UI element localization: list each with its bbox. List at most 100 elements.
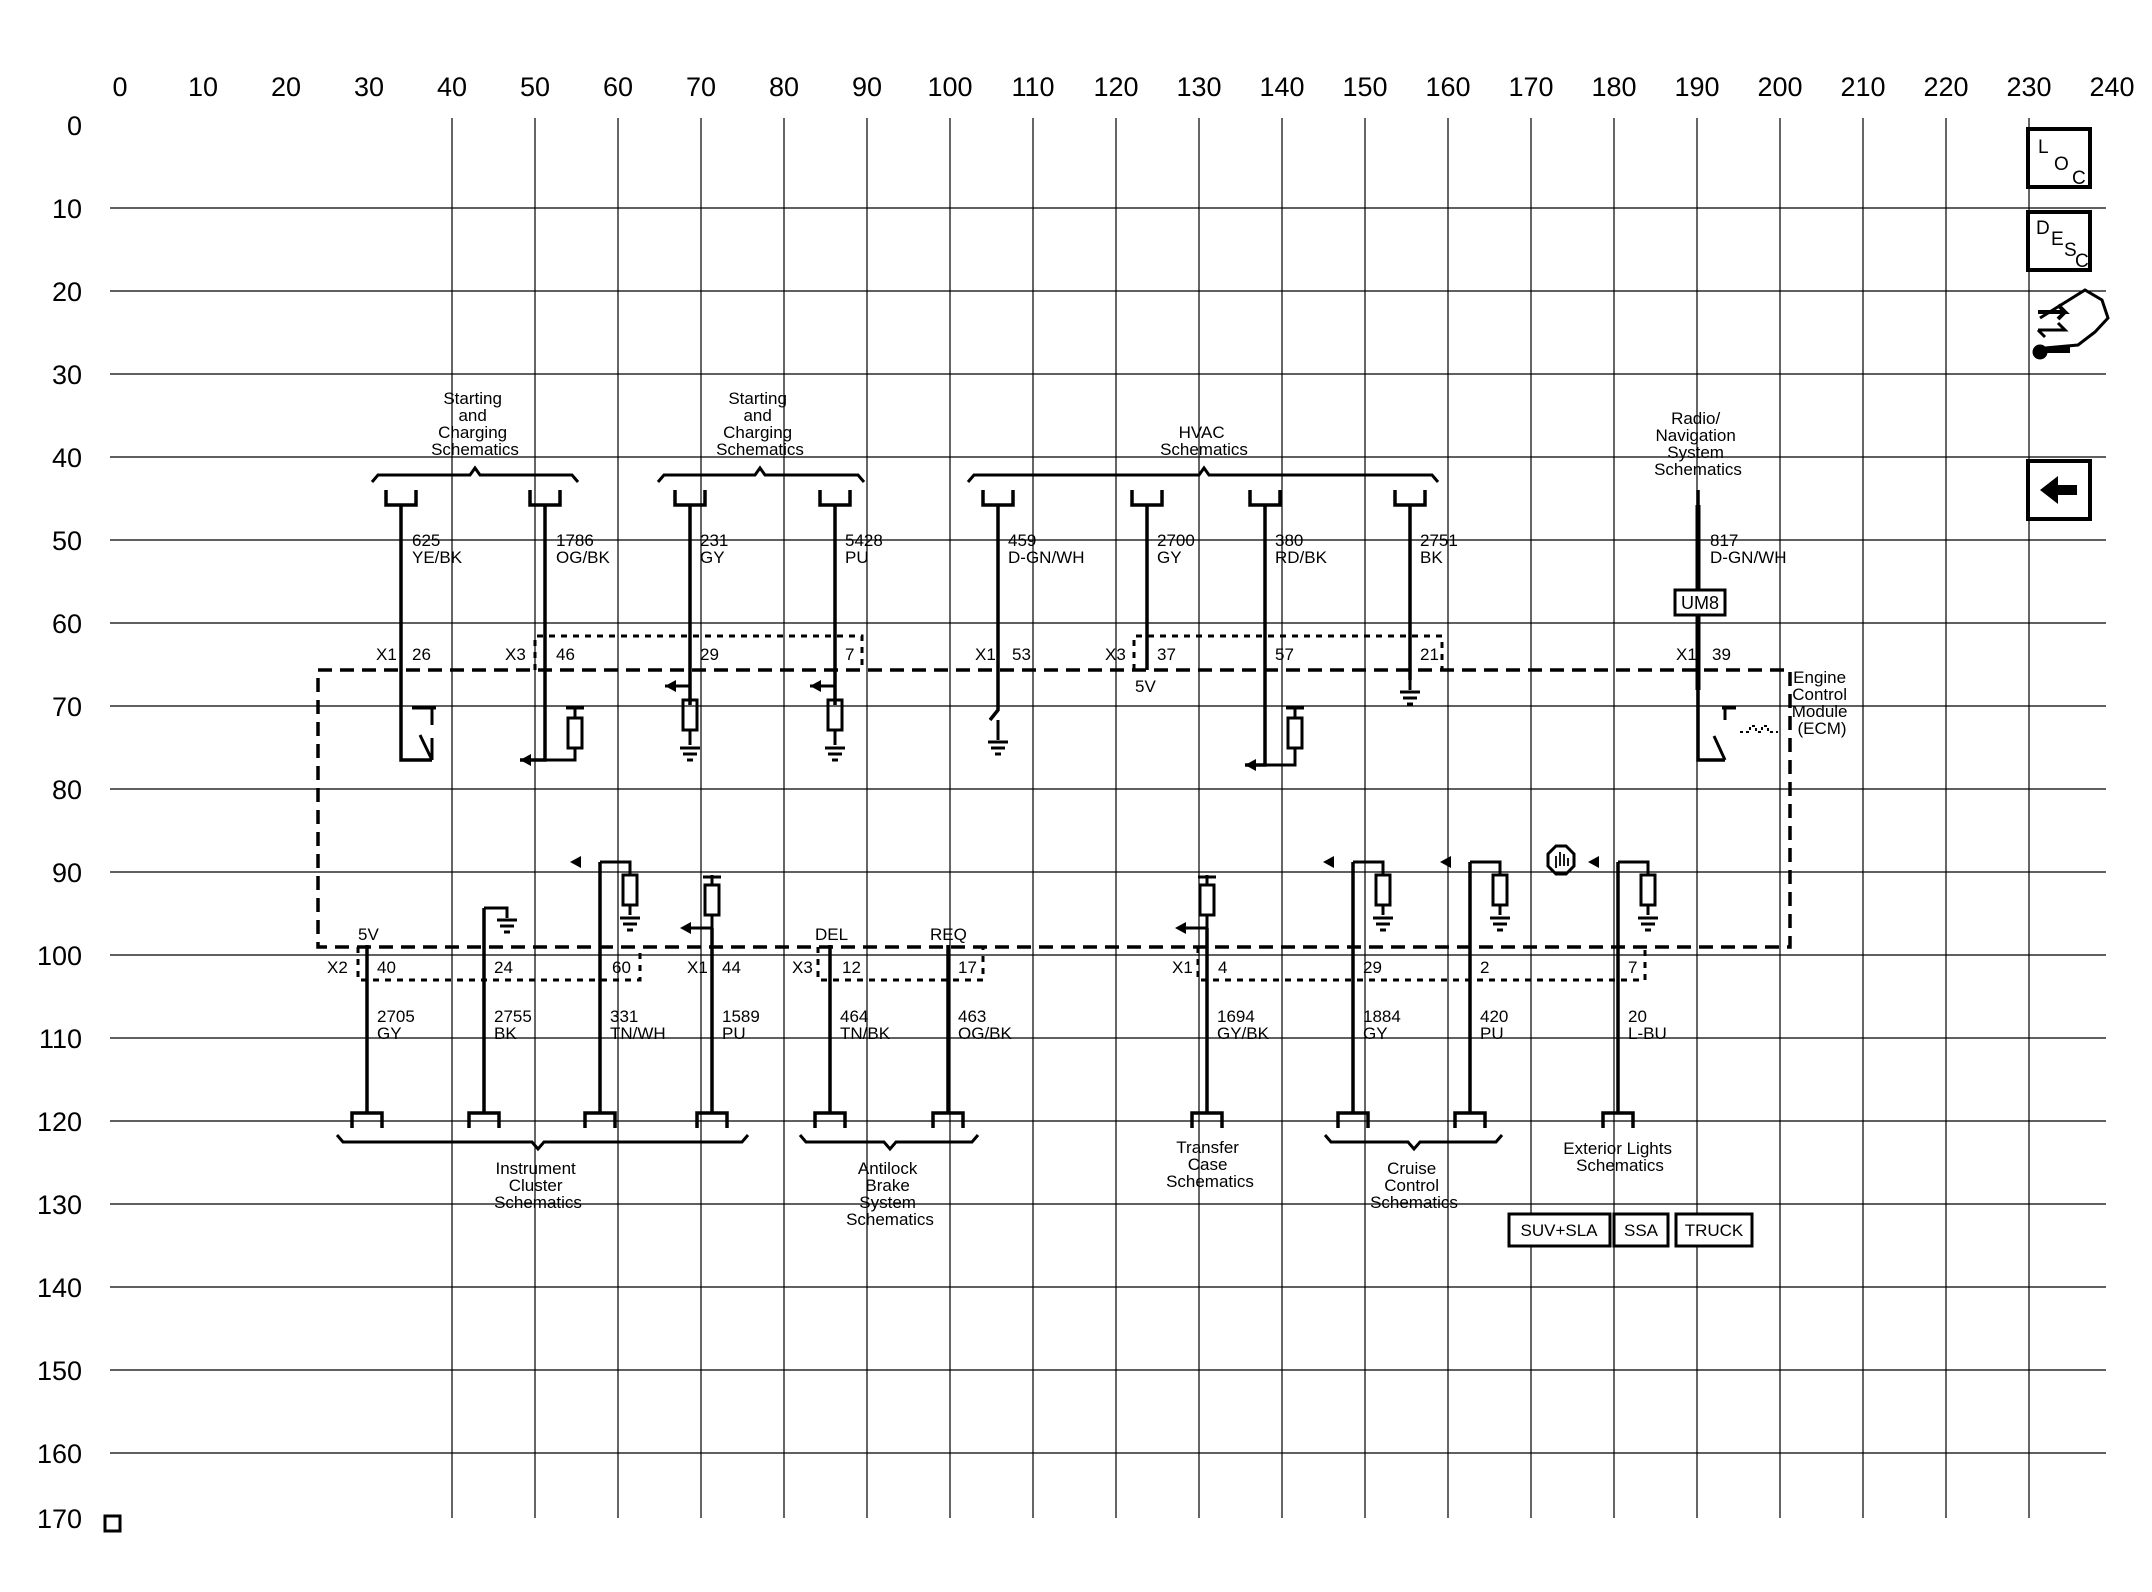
svg-text:PU: PU — [845, 548, 869, 567]
component-locator-icon[interactable] — [2032, 288, 2110, 360]
col-label: 150 — [1342, 72, 1387, 102]
svg-text:231: 231 — [700, 531, 728, 550]
svg-text:1884: 1884 — [1363, 1007, 1401, 1026]
bottom-group-label-cruise: Cruise Control Schematics — [1370, 1159, 1458, 1212]
col-label: 40 — [437, 72, 467, 102]
top-arrowheads — [520, 680, 1256, 771]
col-label: 0 — [112, 72, 127, 102]
svg-text:60: 60 — [612, 958, 631, 977]
col-label: 160 — [1425, 72, 1470, 102]
corner-square-icon — [103, 1514, 122, 1533]
svg-text:GY: GY — [700, 548, 725, 567]
loc-letter-o: O — [2054, 154, 2069, 175]
svg-text:L-BU: L-BU — [1628, 1024, 1667, 1043]
top-group-braces — [370, 465, 1440, 483]
svg-text:39: 39 — [1712, 645, 1731, 664]
row-label: 110 — [39, 1024, 82, 1054]
grid-lines — [110, 118, 2106, 1518]
top-group-label-hvac: HVAC Schematics — [1160, 423, 1248, 459]
row-label: 50 — [52, 526, 82, 556]
svg-text:625: 625 — [412, 531, 440, 550]
svg-text:TRUCK: TRUCK — [1685, 1221, 1744, 1240]
svg-text:20: 20 — [1628, 1007, 1647, 1026]
svg-text:PU: PU — [722, 1024, 746, 1043]
svg-text:D-GN/WH: D-GN/WH — [1008, 548, 1084, 567]
svg-text:OG/BK: OG/BK — [958, 1024, 1013, 1043]
back-button[interactable] — [2026, 459, 2092, 521]
row-label: 130 — [37, 1190, 82, 1220]
svg-text:53: 53 — [1012, 645, 1031, 664]
svg-text:X3: X3 — [1105, 645, 1126, 664]
col-label: 180 — [1591, 72, 1636, 102]
svg-text:TN/BK: TN/BK — [840, 1024, 891, 1043]
bottom-group-label-exterior: Exterior Lights Schematics — [1563, 1139, 1676, 1175]
row-label: 160 — [37, 1439, 82, 1469]
row-label: 80 — [52, 775, 82, 805]
svg-text:X1: X1 — [687, 958, 708, 977]
ecm-box — [316, 668, 1792, 949]
row-label: 30 — [52, 360, 82, 390]
desc-letter-d: D — [2036, 218, 2050, 239]
svg-text:X1: X1 — [975, 645, 996, 664]
col-label: 80 — [769, 72, 799, 102]
svg-text:GY: GY — [1363, 1024, 1388, 1043]
svg-text:2755: 2755 — [494, 1007, 532, 1026]
um8-label: UM8 — [1681, 593, 1719, 613]
svg-text:DEL: DEL — [815, 925, 848, 944]
bottom-wires — [350, 862, 1635, 1128]
svg-text:7: 7 — [1628, 958, 1637, 977]
desc-letter-c: C — [2075, 251, 2089, 272]
svg-text:12: 12 — [842, 958, 861, 977]
col-label: 30 — [354, 72, 384, 102]
svg-text:331: 331 — [610, 1007, 638, 1026]
row-label: 150 — [37, 1356, 82, 1386]
row-label: 10 — [52, 194, 82, 224]
row-label: 100 — [37, 941, 82, 971]
ecm-label: Engine Control Module (ECM) — [1792, 668, 1853, 738]
col-label: 140 — [1259, 72, 1304, 102]
svg-text:57: 57 — [1275, 645, 1294, 664]
bottom-group-label-transfer: Transfer Case Schematics — [1166, 1138, 1254, 1191]
svg-text:BK: BK — [1420, 548, 1443, 567]
bottom-components — [484, 860, 1658, 934]
svg-text:TN/WH: TN/WH — [610, 1024, 666, 1043]
svg-text:21: 21 — [1420, 645, 1439, 664]
loc-letter-l: L — [2038, 137, 2049, 158]
col-label: 90 — [852, 72, 882, 102]
location-button[interactable]: L O C — [2026, 127, 2092, 189]
svg-text:2751: 2751 — [1420, 531, 1458, 550]
row-label: 0 — [67, 111, 82, 141]
svg-text:2: 2 — [1480, 958, 1489, 977]
svg-text:464: 464 — [840, 1007, 868, 1026]
svg-text:1694: 1694 — [1217, 1007, 1255, 1026]
svg-text:1786: 1786 — [556, 531, 594, 550]
top-group-label-radio: Radio/ Navigation System Schematics — [1654, 409, 1742, 479]
svg-text:SSA: SSA — [1624, 1221, 1659, 1240]
top-group-label-starting-2: Starting and Charging Schematics — [716, 389, 804, 459]
col-label: 230 — [2006, 72, 2051, 102]
svg-text:29: 29 — [1363, 958, 1382, 977]
bottom-group-label-instrument: Instrument Cluster Schematics — [494, 1159, 582, 1212]
svg-text:17: 17 — [958, 958, 977, 977]
svg-text:GY/BK: GY/BK — [1217, 1024, 1270, 1043]
description-button[interactable]: D E S C — [2026, 210, 2092, 272]
back-arrow-icon — [2040, 476, 2077, 504]
svg-text:817: 817 — [1710, 531, 1738, 550]
svg-text:X1: X1 — [1172, 958, 1193, 977]
option-boxes[interactable] — [1507, 1212, 1754, 1248]
svg-text:380: 380 — [1275, 531, 1303, 550]
col-label: 70 — [686, 72, 716, 102]
col-label: 110 — [1011, 72, 1054, 102]
svg-text:2700: 2700 — [1157, 531, 1195, 550]
svg-text:29: 29 — [700, 645, 719, 664]
hand-warning-icon — [1546, 844, 1576, 876]
svg-text:459: 459 — [1008, 531, 1036, 550]
svg-text:X1: X1 — [1676, 645, 1697, 664]
svg-text:REQ: REQ — [930, 925, 967, 944]
svg-text:OG/BK: OG/BK — [556, 548, 611, 567]
svg-text:YE/BK: YE/BK — [412, 548, 463, 567]
col-label: 170 — [1508, 72, 1553, 102]
